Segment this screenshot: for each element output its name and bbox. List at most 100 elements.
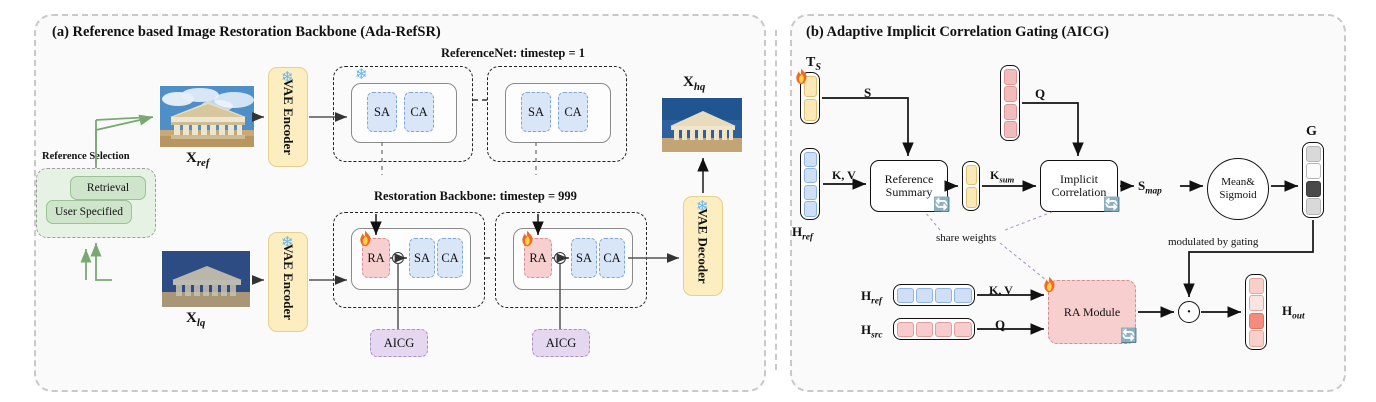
- flame-icon-ts: [796, 68, 807, 85]
- vae-decoder-text: VAE Decoder: [696, 208, 712, 284]
- vector-ksum-cell: [965, 186, 977, 208]
- vector-g-cell: [1305, 180, 1321, 197]
- vector-hsrc-cell: [1003, 68, 1017, 85]
- vector-hout-cell: [1248, 312, 1264, 329]
- label-ts: TS: [806, 55, 821, 73]
- snowflake-icon-encoder-top: ❄: [281, 70, 294, 86]
- refnet-2-ca: CA: [558, 92, 588, 132]
- ra-module-box[interactable]: RA Module: [1048, 280, 1136, 344]
- label-g: G: [1306, 124, 1317, 139]
- vae-encoder-top: VAE Encoder: [268, 67, 308, 167]
- vector-ksum: [962, 161, 980, 211]
- backbone-group-1: [333, 212, 485, 308]
- vector-href-cell: [803, 151, 817, 167]
- product-operator-node: ·: [1178, 301, 1200, 323]
- flame-icon-ra-module: [1044, 276, 1055, 293]
- label-q-top: Q: [1035, 86, 1046, 101]
- vector-hsrc-h-cell: [896, 321, 915, 337]
- label-smap: Smap: [1138, 178, 1162, 197]
- vector-href-cell: [803, 184, 817, 200]
- label-s: S: [864, 85, 872, 100]
- label-xhq: Xhq: [683, 74, 706, 93]
- backbone-label: Restoration Backbone: timestep = 999: [374, 189, 577, 203]
- flame-icon-ra-2: [522, 230, 533, 247]
- label-share-weights: share weights: [936, 232, 997, 244]
- reference-summary-box[interactable]: Reference Summary: [870, 160, 948, 212]
- vector-href-cell: [803, 201, 817, 217]
- vae-encoder-bottom-text: VAE Encoder: [281, 244, 297, 320]
- backbone-1-ra: RA: [362, 238, 390, 278]
- implicit-correlation-text: Implicit Correlation: [1051, 171, 1107, 199]
- image-xref: [159, 85, 255, 148]
- vector-g-cell: [1305, 163, 1321, 180]
- mean-sigmoid-node[interactable]: Mean& Sigmoid: [1207, 158, 1269, 220]
- flame-icon-ra-1: [360, 230, 371, 247]
- refnet-group-2: [487, 66, 627, 162]
- vector-g-cell: [1305, 198, 1321, 215]
- vae-encoder-top-text: VAE Encoder: [281, 79, 297, 155]
- vector-hsrc-h-cell: [934, 321, 953, 337]
- vector-href-vertical: [800, 148, 820, 220]
- vector-hsrc-h-cell: [915, 321, 934, 337]
- vector-hsrc-horizontal: [893, 318, 975, 340]
- label-xref: Xref: [186, 150, 210, 169]
- referencenet-label: ReferenceNet: timestep = 1: [441, 46, 585, 60]
- vector-ts-cell: [803, 75, 817, 98]
- recycle-icon-implicit-correlation: 🔄: [1103, 198, 1121, 213]
- refnet-1-ca: CA: [404, 92, 434, 132]
- vector-href-cell: [803, 168, 817, 184]
- panel-b-title: (b) Adaptive Implicit Correlation Gating…: [806, 24, 1110, 40]
- refnet-1-sa: SA: [367, 92, 397, 132]
- snowflake-icon-decoder: ❄: [696, 199, 709, 215]
- backbone-1-merge-node: [392, 252, 404, 264]
- option-retrieval[interactable]: Retrieval: [70, 176, 146, 200]
- recycle-icon-reference-summary: 🔄: [933, 198, 951, 213]
- vector-hout: [1245, 274, 1267, 350]
- backbone-2-ca: CA: [599, 238, 625, 278]
- vector-hsrc-cell: [1003, 103, 1017, 120]
- aicg-box-1[interactable]: AICG: [370, 329, 428, 357]
- vector-hsrc-h-cell: [953, 321, 972, 337]
- image-xhq: [661, 97, 743, 153]
- option-user-specified[interactable]: User Specified: [46, 200, 132, 224]
- vector-href-horizontal: [893, 284, 975, 306]
- recycle-icon-ra-module: 🔄: [1120, 329, 1138, 344]
- vector-g: [1302, 142, 1324, 218]
- reference-summary-text: Reference Summary: [884, 171, 934, 199]
- vector-href-h-cell: [934, 287, 953, 303]
- refnet-2-sa: SA: [521, 92, 551, 132]
- vector-hsrc-cell: [1003, 121, 1017, 138]
- label-q-bottom: Q: [995, 317, 1006, 332]
- vector-href-h-cell: [896, 287, 915, 303]
- snowflake-icon-encoder-bottom: ❄: [281, 235, 294, 251]
- panel-a-title: (a) Reference based Image Restoration Ba…: [52, 24, 441, 40]
- vector-hout-cell: [1248, 330, 1264, 347]
- panel-divider: [775, 30, 777, 370]
- label-ksum: Ksum: [990, 168, 1015, 185]
- label-hsrc-horizontal: Hsrc: [861, 322, 883, 341]
- backbone-1-sa: SA: [409, 238, 435, 278]
- aicg-box-2[interactable]: AICG: [532, 329, 590, 357]
- backbone-2-sa: SA: [571, 238, 597, 278]
- backbone-2-merge-node: [554, 252, 566, 264]
- label-hout: Hout: [1282, 303, 1305, 322]
- snowflake-icon-refnet-1: ❄: [355, 67, 368, 83]
- vector-hsrc-cell: [1003, 86, 1017, 103]
- vector-hout-cell: [1248, 277, 1264, 294]
- vector-g-cell: [1305, 145, 1321, 162]
- label-xlq: Xlq: [186, 310, 206, 329]
- refnet-group-1: [333, 66, 473, 162]
- backbone-group-2: [495, 212, 647, 308]
- vector-ksum-cell: [965, 164, 977, 186]
- vector-hout-cell: [1248, 295, 1264, 312]
- reference-selection-title: Reference Selection: [42, 151, 130, 162]
- implicit-correlation-box[interactable]: Implicit Correlation: [1040, 160, 1118, 212]
- vector-href-h-cell: [953, 287, 972, 303]
- mean-sigmoid-text: Mean& Sigmoid: [1219, 176, 1257, 201]
- vae-decoder: VAE Decoder: [683, 196, 723, 296]
- label-kv-top: K, V: [832, 168, 856, 182]
- label-kv-bottom: K, V: [989, 283, 1013, 297]
- label-modulated-by-gating: modulated by gating: [1168, 236, 1259, 248]
- vector-href-h-cell: [915, 287, 934, 303]
